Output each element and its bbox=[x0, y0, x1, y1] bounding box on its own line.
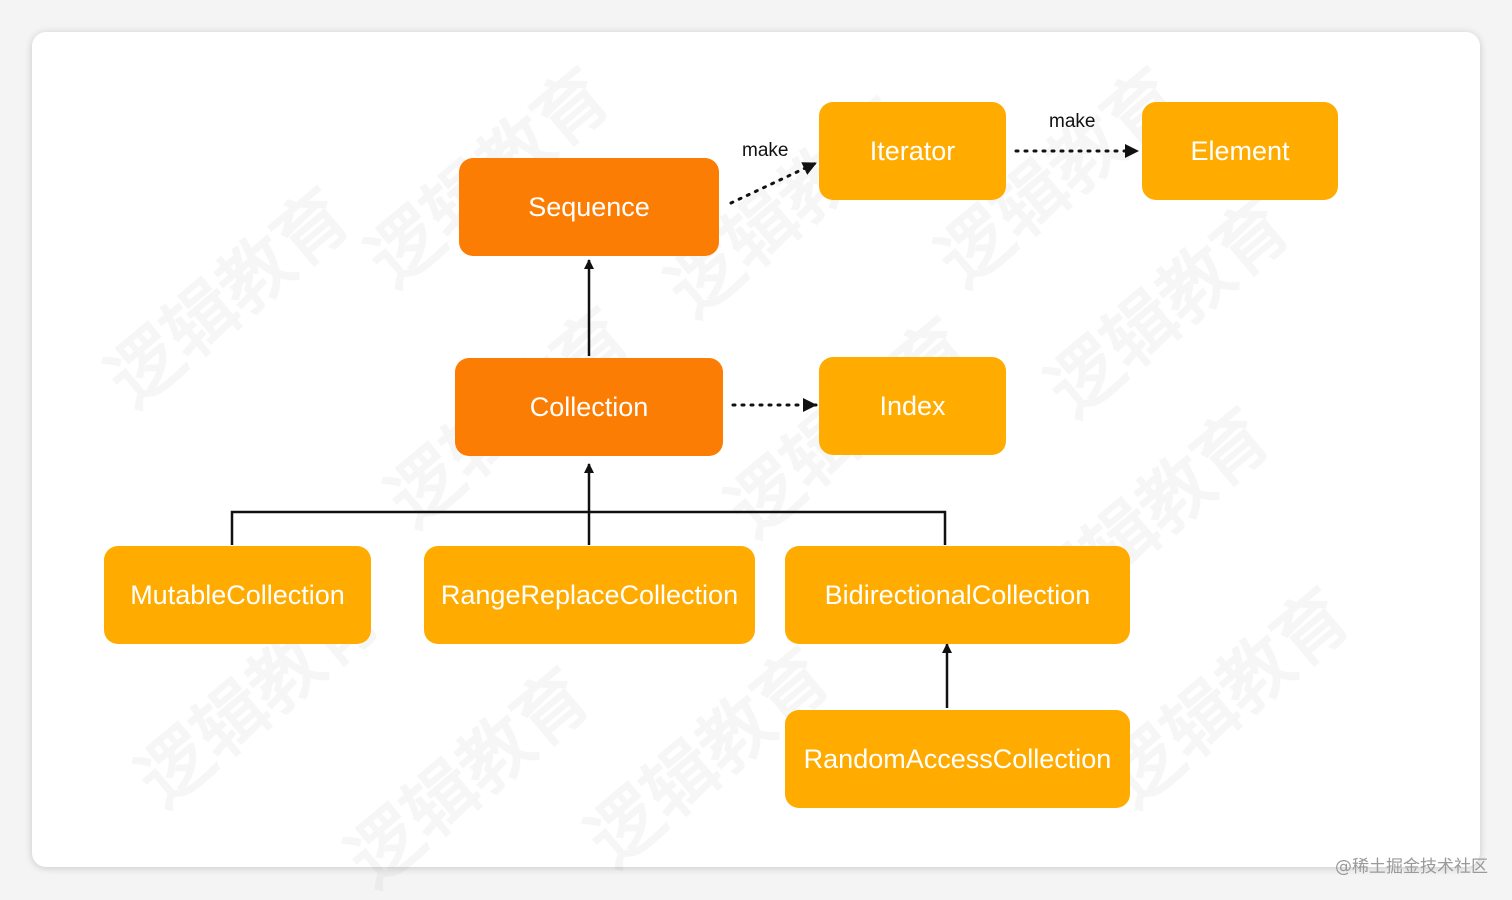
node-sequence[interactable]: Sequence bbox=[459, 158, 719, 256]
node-random-access-collection[interactable]: RandomAccessCollection bbox=[785, 710, 1130, 808]
node-iterator[interactable]: Iterator bbox=[819, 102, 1006, 200]
node-index-label: Index bbox=[879, 390, 946, 421]
node-index[interactable]: Index bbox=[819, 357, 1006, 455]
node-random-access-collection-label: RandomAccessCollection bbox=[803, 743, 1112, 774]
edge-label-sequence-iterator: make bbox=[742, 140, 789, 161]
node-element[interactable]: Element bbox=[1142, 102, 1338, 200]
edge-sequence-iterator bbox=[729, 161, 818, 205]
node-bidirectional-collection-label: BidirectionalCollection bbox=[824, 579, 1091, 610]
node-mutable-collection-label: MutableCollection bbox=[130, 579, 345, 610]
node-range-replace-collection[interactable]: RangeReplaceCollection bbox=[424, 546, 755, 644]
node-sequence-label: Sequence bbox=[528, 191, 650, 222]
edge-label-iterator-element: make bbox=[1049, 111, 1096, 132]
credit-watermark: @稀土掘金技术社区 bbox=[1335, 857, 1488, 877]
node-collection[interactable]: Collection bbox=[455, 358, 723, 456]
node-iterator-label: Iterator bbox=[869, 135, 956, 166]
node-element-label: Element bbox=[1190, 135, 1290, 166]
node-bidirectional-collection[interactable]: BidirectionalCollection bbox=[785, 546, 1130, 644]
node-range-replace-collection-label: RangeReplaceCollection bbox=[440, 579, 739, 610]
node-mutable-collection[interactable]: MutableCollection bbox=[104, 546, 371, 644]
node-collection-label: Collection bbox=[529, 391, 649, 422]
